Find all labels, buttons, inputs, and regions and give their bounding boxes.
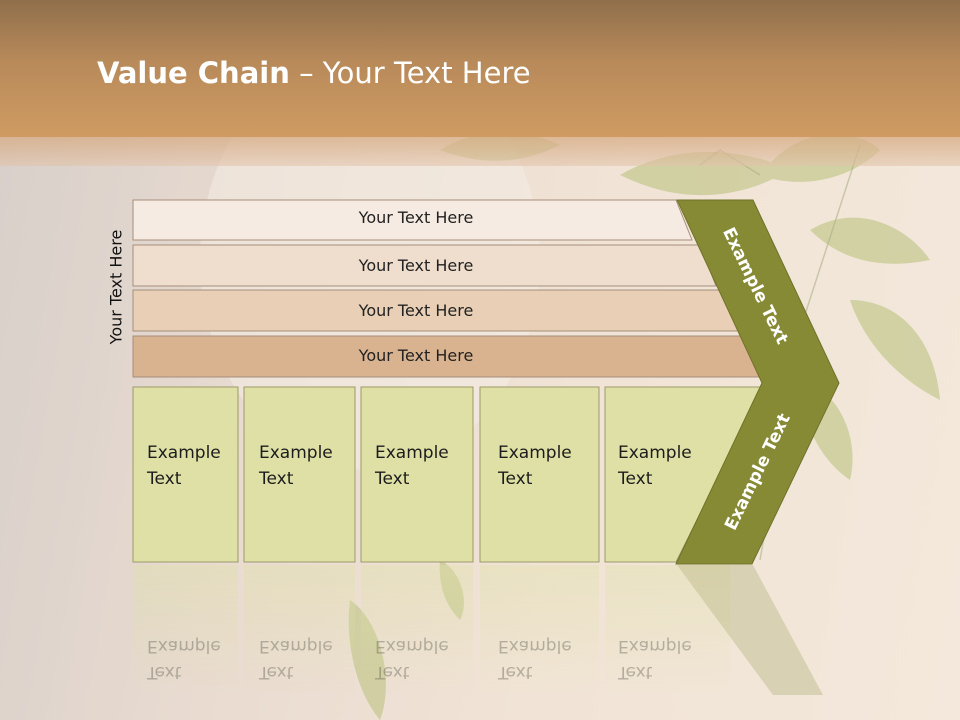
row-label-1: Your Text Here [358,208,474,227]
activity-box-1 [132,386,239,563]
row-label-4: Your Text Here [358,346,474,365]
activity-box-2 [243,386,356,563]
activity-box-3 [360,386,474,563]
row-label-3: Your Text Here [358,301,474,320]
title-rest: – Your Text Here [289,56,531,90]
title-bold: Value Chain [97,56,290,90]
margin-chevron [675,199,840,565]
row-bar-2 [132,244,717,287]
header-bar [0,0,960,137]
header-band [0,137,960,166]
activity-box-4 [479,386,600,563]
row-label-2: Your Text Here [358,256,474,275]
slide-title: Value Chain – Your Text Here [97,56,531,90]
row-bar-1 [132,199,693,241]
